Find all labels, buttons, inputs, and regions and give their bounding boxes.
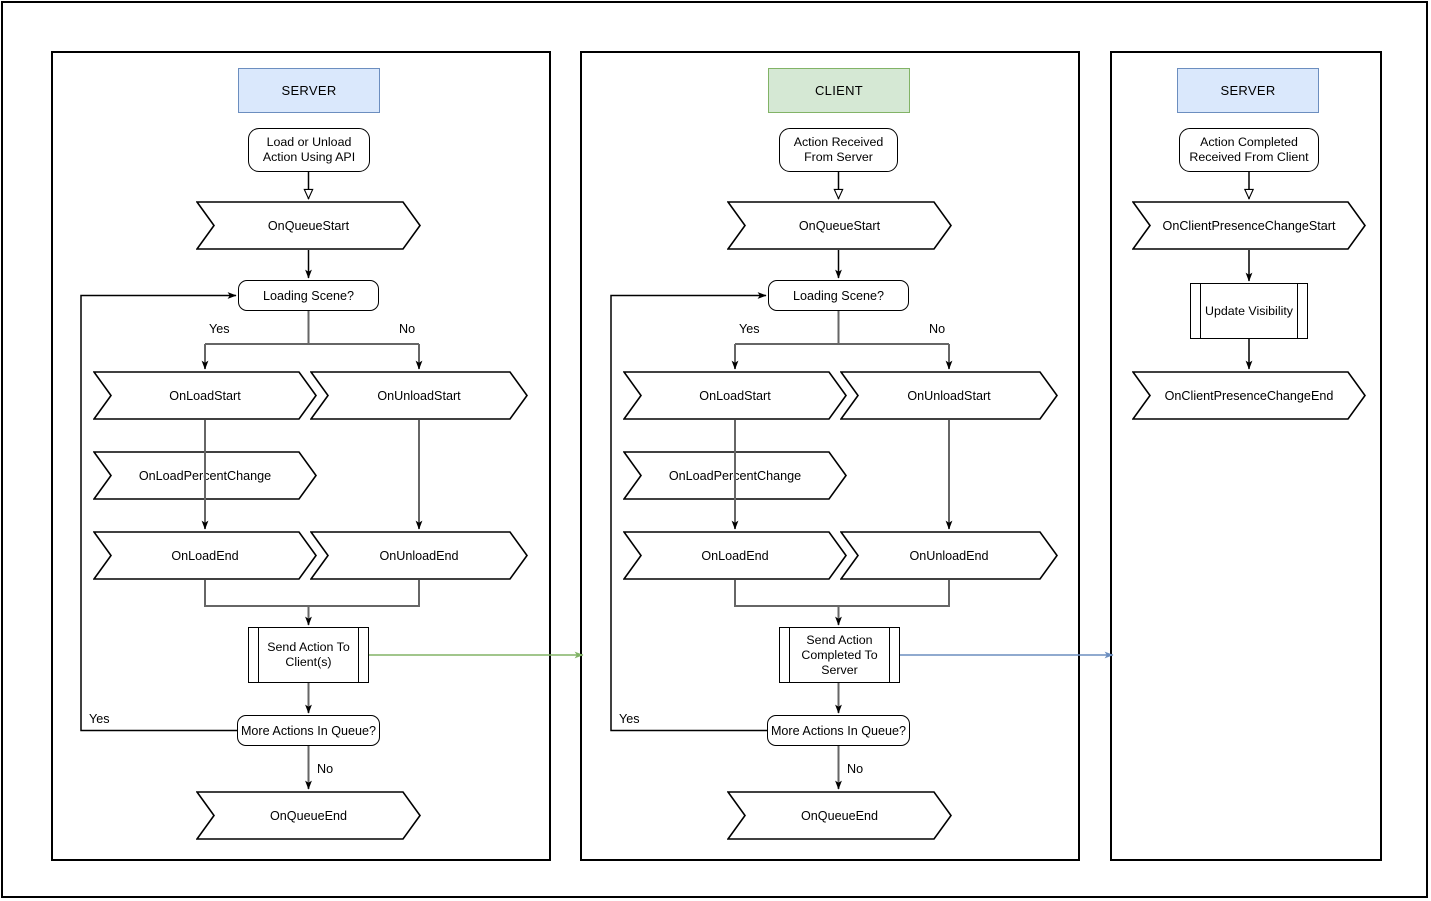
node-onloadstart-server-left: OnLoadStart	[93, 371, 317, 420]
node-start-server-left: Load or Unload Action Using API	[248, 128, 370, 172]
node-loading-scene-server-left: Loading Scene?	[238, 280, 379, 311]
header-client: CLIENT	[768, 68, 910, 113]
node-onloadpercentchange-server-left: OnLoadPercentChange	[93, 451, 317, 500]
node-onloadstart-client: OnLoadStart	[623, 371, 847, 420]
node-onqueueend-server-left: OnQueueEnd	[196, 791, 421, 840]
node-start-client: Action Received From Server	[779, 128, 898, 172]
edge-label-yes-client: Yes	[739, 322, 760, 336]
header-server-right: SERVER	[1177, 68, 1319, 113]
pproc-bar-left	[258, 628, 259, 682]
node-label: Send Action To Client(s)	[267, 640, 350, 669]
panel-server-right	[1110, 51, 1382, 861]
node-onqueuestart-client: OnQueueStart	[727, 201, 952, 250]
node-start-server-right: Action Completed Received From Client	[1179, 128, 1319, 172]
pproc-bar-right	[1297, 284, 1298, 338]
panel-client	[580, 51, 1080, 861]
pproc-bar-left	[789, 628, 790, 682]
edge-label-queue-no-client: No	[847, 762, 864, 776]
node-more-actions-client: More Actions In Queue?	[767, 715, 910, 746]
edge-label-yes-server-left: Yes	[209, 322, 230, 336]
header-label: SERVER	[281, 83, 337, 98]
node-label: Update Visibility	[1205, 303, 1293, 318]
pproc-bar-left	[1200, 284, 1201, 338]
edge-label-no-server-left: No	[399, 322, 416, 336]
node-send-action-completed-client: Send Action Completed To Server	[779, 627, 900, 683]
header-label: CLIENT	[814, 83, 864, 98]
node-onclientpresencechangestart: OnClientPresenceChangeStart	[1132, 201, 1366, 250]
header-label: SERVER	[1220, 83, 1276, 98]
edge-label-no-client: No	[929, 322, 946, 336]
node-loading-scene-client: Loading Scene?	[768, 280, 909, 311]
node-onloadpercentchange-client: OnLoadPercentChange	[623, 451, 847, 500]
edge-label-loop-yes-client: Yes	[619, 712, 640, 726]
panel-server-left	[51, 51, 551, 861]
node-onunloadend-server-left: OnUnloadEnd	[310, 531, 528, 580]
node-onqueueend-client: OnQueueEnd	[727, 791, 952, 840]
edge-label-queue-no-server-left: No	[317, 762, 334, 776]
node-update-visibility: Update Visibility	[1190, 283, 1308, 339]
node-onunloadstart-client: OnUnloadStart	[840, 371, 1058, 420]
node-onunloadend-client: OnUnloadEnd	[840, 531, 1058, 580]
node-onunloadstart-server-left: OnUnloadStart	[310, 371, 528, 420]
header-server-left: SERVER	[238, 68, 380, 113]
node-more-actions-server-left: More Actions In Queue?	[237, 715, 380, 746]
pproc-bar-right	[889, 628, 890, 682]
node-onqueuestart-server-left: OnQueueStart	[196, 201, 421, 250]
node-onloadend-server-left: OnLoadEnd	[93, 531, 317, 580]
node-send-action-server-left: Send Action To Client(s)	[248, 627, 369, 683]
edge-label-loop-yes-server-left: Yes	[89, 712, 110, 726]
node-label: Send Action Completed To Server	[801, 632, 878, 677]
node-onclientpresencechangeend: OnClientPresenceChangeEnd	[1132, 371, 1366, 420]
pproc-bar-right	[358, 628, 359, 682]
node-onloadend-client: OnLoadEnd	[623, 531, 847, 580]
